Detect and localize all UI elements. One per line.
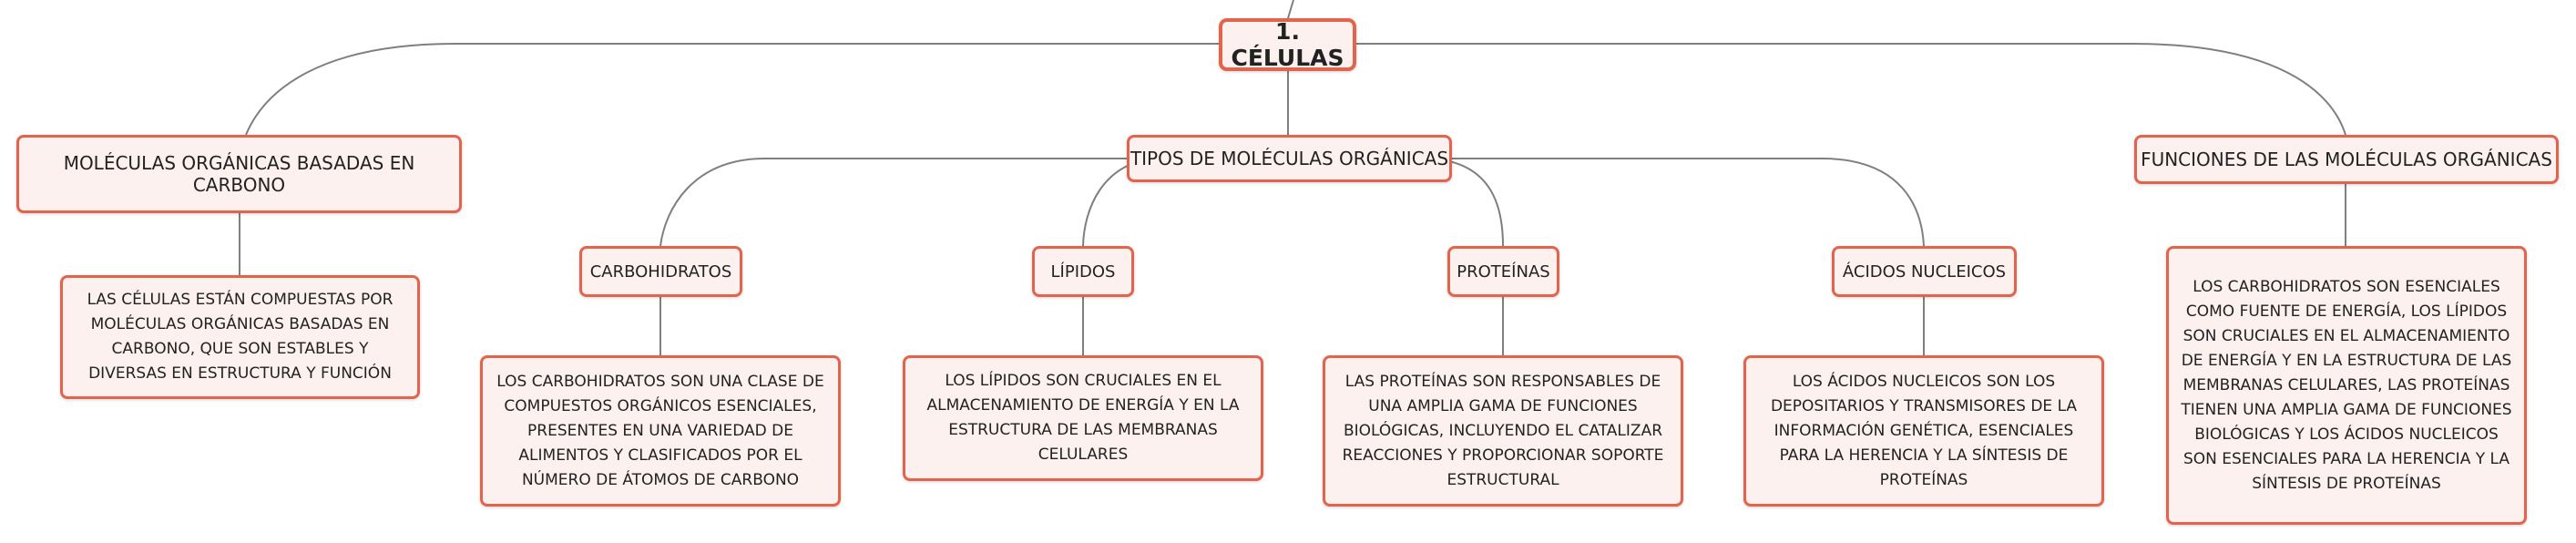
connector-root-moleculas [245, 43, 1221, 136]
detail-acidos-nucleicos[interactable]: LOS ÁCIDOS NUCLEICOS SON LOS DEPOSITARIO… [1743, 355, 2104, 507]
detail-proteinas[interactable]: LAS PROTEÍNAS SON RESPONSABLES DE UNA AM… [1323, 355, 1683, 507]
connector-tipos-acidos [1450, 158, 1925, 247]
detail-carbohidratos[interactable]: LOS CARBOHIDRATOS SON UNA CLASE DE COMPU… [480, 355, 841, 507]
connector-tipos-carbohidratos [659, 158, 1130, 247]
detail-lipidos[interactable]: LOS LÍPIDOS SON CRUCIALES EN EL ALMACENA… [903, 355, 1263, 481]
topic-acidos-nucleicos[interactable]: ÁCIDOS NUCLEICOS [1832, 246, 2017, 297]
connector-root-parent [1287, 0, 1294, 19]
connector-root-funciones [1354, 43, 2346, 136]
branch-funciones-moleculas[interactable]: FUNCIONES DE LAS MOLÉCULAS ORGÁNICAS [2134, 135, 2559, 184]
topic-carbohidratos[interactable]: CARBOHIDRATOS [579, 246, 742, 297]
detail-moleculas-organicas[interactable]: LAS CÉLULAS ESTÁN COMPUESTAS POR MOLÉCUL… [60, 275, 420, 399]
detail-funciones-moleculas[interactable]: LOS CARBOHIDRATOS SON ESENCIALES COMO FU… [2166, 246, 2527, 525]
topic-proteinas[interactable]: PROTEÍNAS [1447, 246, 1559, 297]
root-node[interactable]: 1. CÉLULAS [1219, 18, 1356, 71]
topic-lipidos[interactable]: LÍPIDOS [1032, 246, 1134, 297]
branch-moleculas-organicas[interactable]: MOLÉCULAS ORGÁNICAS BASADAS EN CARBONO [16, 135, 462, 213]
branch-tipos-moleculas[interactable]: TIPOS DE MOLÉCULAS ORGÁNICAS [1127, 135, 1452, 182]
